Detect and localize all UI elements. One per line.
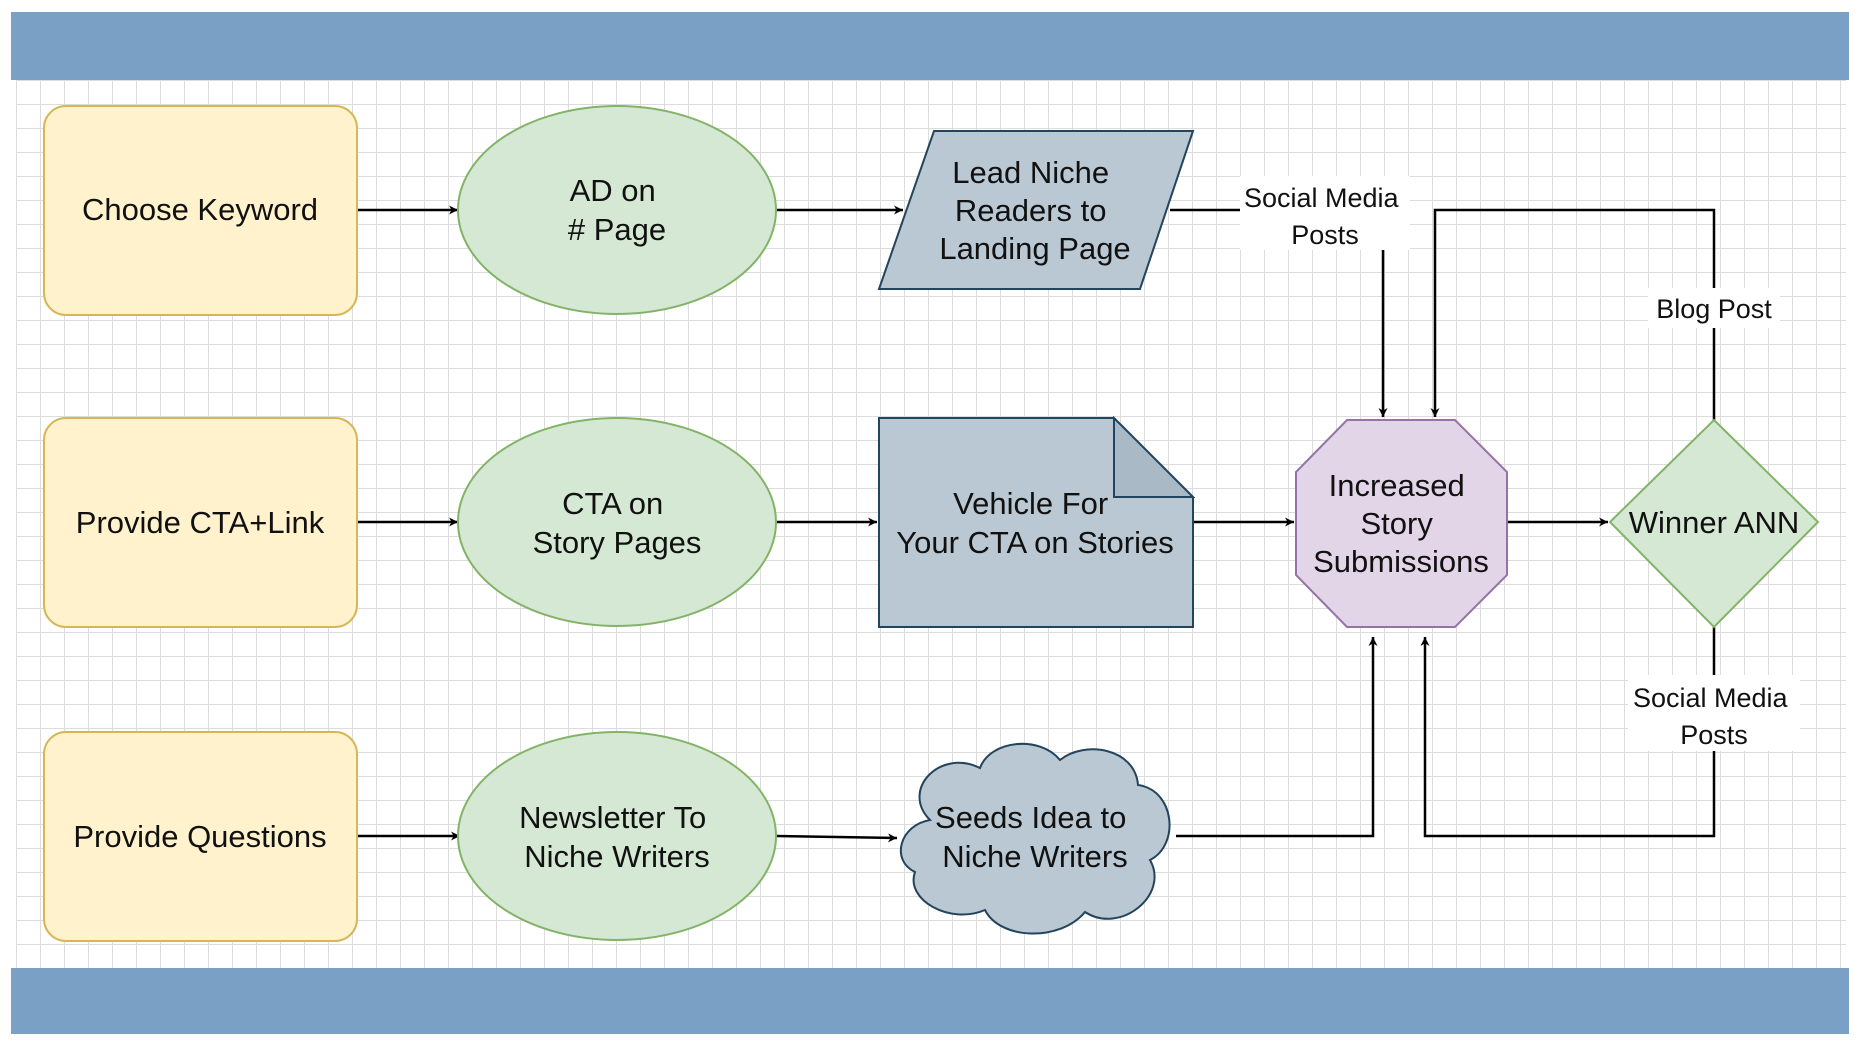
- node-increased-story-submissions: Increased Story Submissions: [1295, 419, 1508, 628]
- node-label: Winner ANN: [1629, 505, 1800, 540]
- edge-label-bg: [1628, 675, 1800, 751]
- node-label: Choose Keyword: [82, 192, 318, 227]
- node-choose-keyword: Choose Keyword: [43, 105, 358, 316]
- node-label: Lead Niche Readers to Landing Page: [939, 155, 1130, 266]
- edge-label-social-media-top: Social Media Posts: [1244, 183, 1406, 250]
- node-lead-niche-readers: Lead Niche Readers to Landing Page: [877, 130, 1195, 290]
- node-label: Provide Questions: [73, 819, 326, 854]
- node-ad-on-page: AD on # Page: [457, 105, 777, 315]
- edge-label-bg: [1648, 288, 1780, 328]
- node-cta-on-story-pages: CTA on Story Pages: [457, 417, 777, 627]
- node-label: Newsletter To Niche Writers: [519, 800, 715, 874]
- node-vehicle-for-cta: Vehicle For Your CTA on Stories: [878, 415, 1196, 628]
- node-seeds-idea-cloud: Seeds Idea to Niche Writers: [899, 742, 1171, 935]
- node-label: Vehicle For Your CTA on Stories: [896, 486, 1173, 560]
- edge-label-bg: [1240, 176, 1410, 250]
- node-label: Increased Story Submissions: [1313, 468, 1489, 579]
- top-banner: [11, 12, 1849, 80]
- node-provide-cta-link: Provide CTA+Link: [43, 417, 358, 628]
- node-label: Seeds Idea to Niche Writers: [935, 800, 1135, 874]
- node-provide-questions: Provide Questions: [43, 731, 358, 942]
- edge-newsletter-to-seeds: [775, 833, 898, 843]
- edge-label-blog-post: Blog Post: [1656, 294, 1772, 324]
- node-winner-ann: Winner ANN: [1608, 418, 1820, 629]
- node-label: CTA on Story Pages: [533, 486, 702, 560]
- node-label: AD on # Page: [568, 173, 666, 247]
- node-newsletter-to-niche-writers: Newsletter To Niche Writers: [457, 731, 777, 941]
- edge-seeds-to-increased: [1176, 637, 1378, 838]
- bottom-banner: [11, 968, 1849, 1034]
- edge-label-social-media-bottom: Social Media Posts: [1633, 683, 1795, 750]
- node-label: Provide CTA+Link: [76, 505, 325, 540]
